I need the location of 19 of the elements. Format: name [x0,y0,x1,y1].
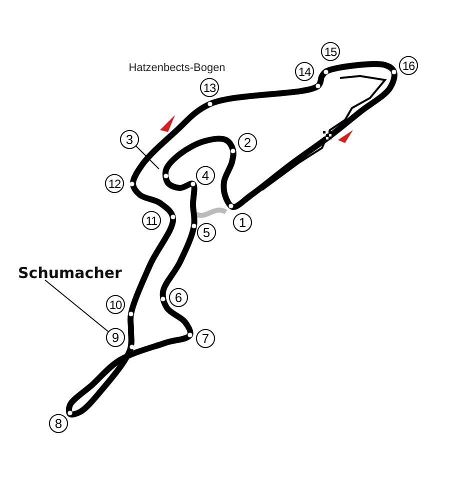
corner-number: 12 [105,174,124,193]
corner-number: 2 [238,133,257,152]
corner-number: 14 [295,62,314,81]
corner-number: 9 [106,328,125,347]
corner-number: 15 [321,42,340,61]
corner-number: 5 [197,223,216,242]
leader-line [44,280,109,332]
corner-number: 7 [196,329,215,348]
corner-name-label: Schumacher [18,264,122,282]
corner-name-label: Hatzenbects-Bogen [128,62,226,74]
corner-number: 16 [399,56,418,75]
corner-number: 6 [169,288,188,307]
corner-number: 4 [196,166,215,185]
corner-number: 3 [120,130,139,149]
corner-number: 10 [106,295,125,314]
corner-number: 11 [142,211,161,230]
corner-number: 13 [200,78,219,97]
corner-number: 8 [49,414,68,433]
corner-number: 1 [233,213,252,232]
